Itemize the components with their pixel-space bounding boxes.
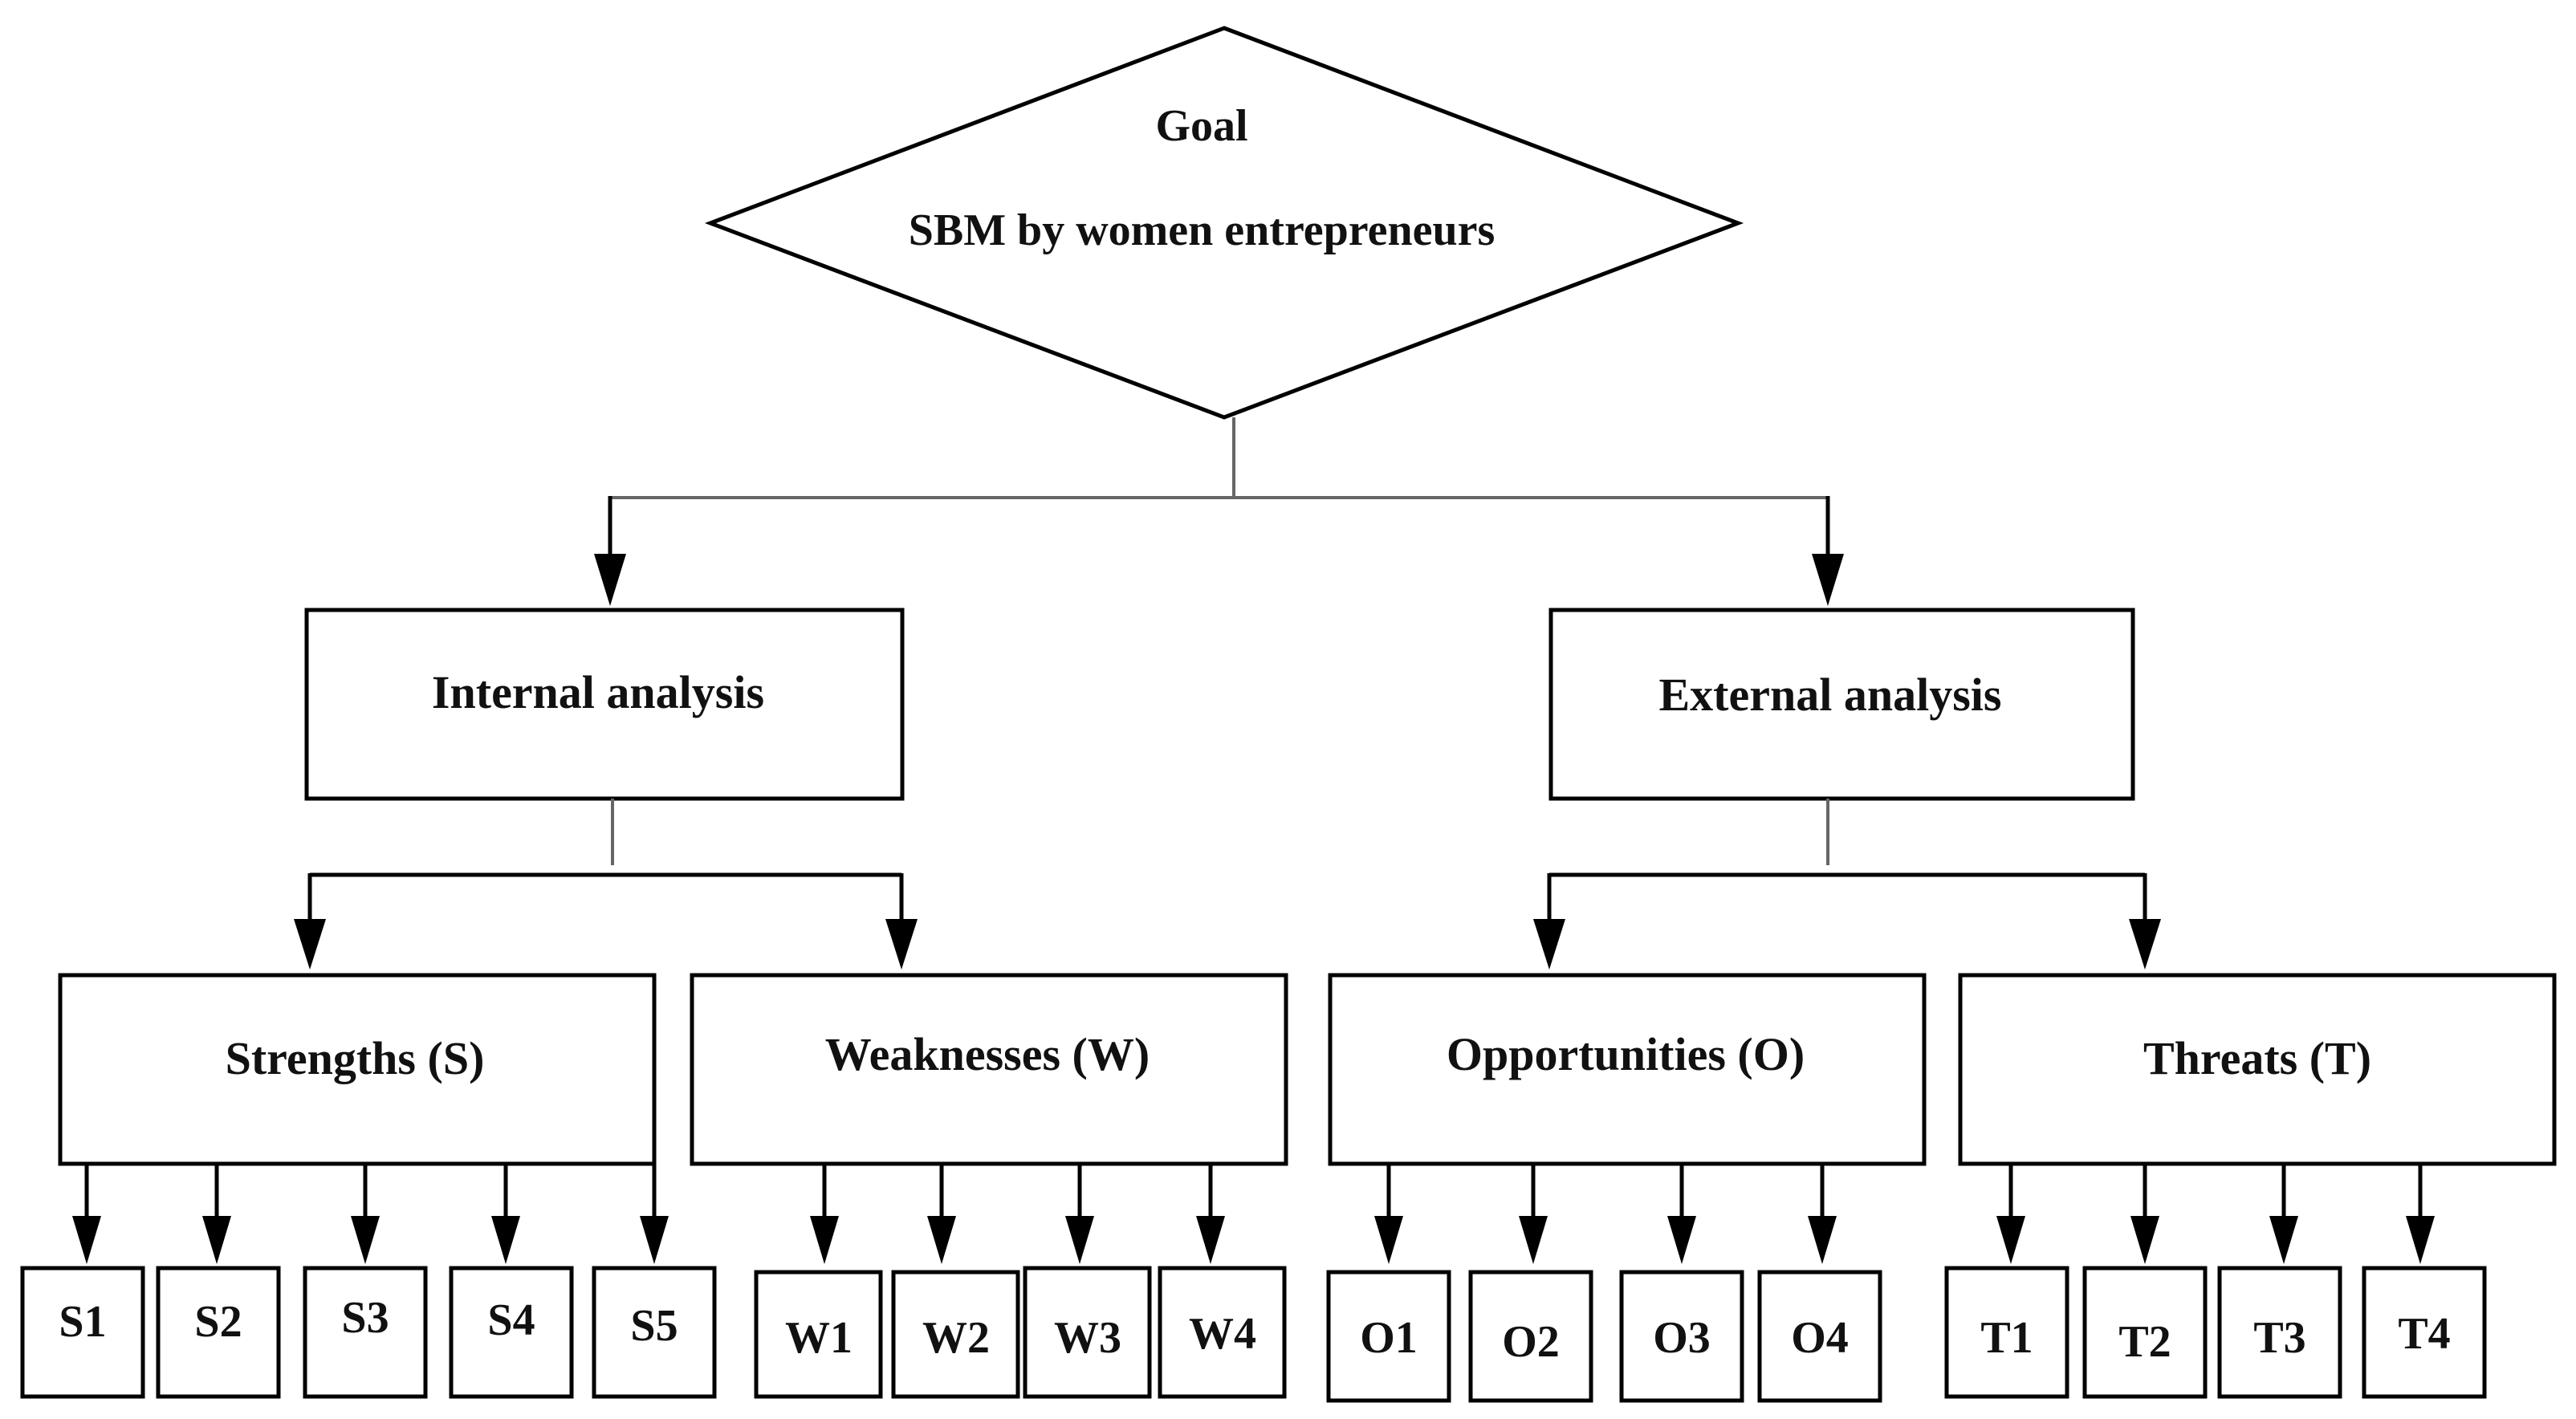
arrow-head [594, 554, 626, 606]
opportunities-node: Opportunities (O) [1328, 973, 1927, 1166]
threat-item: T3 [2217, 1266, 2342, 1399]
strength-item-label: S1 [59, 1297, 106, 1347]
weakness-item: W2 [891, 1270, 1020, 1399]
internal-analysis-label: Internal analysis [432, 666, 764, 718]
goal-subtitle: SBM by women entrepreneurs [909, 205, 1496, 255]
arrow-head [491, 1216, 520, 1264]
opportunities-label: Opportunities (O) [1447, 1028, 1805, 1080]
opportunity-item: O3 [1619, 1270, 1744, 1403]
opportunity-item-label: O2 [1502, 1317, 1560, 1367]
goal-heading: Goal [1155, 101, 1247, 151]
arrow-head [351, 1216, 380, 1264]
threat-item: T2 [2082, 1266, 2208, 1399]
arrow-head [1519, 1216, 1548, 1264]
arrow-head [885, 919, 918, 970]
strength-item: S4 [449, 1266, 574, 1399]
opportunity-item-label: O1 [1360, 1313, 1418, 1363]
threat-item-label: T4 [2398, 1309, 2450, 1359]
weaknesses-node: Weaknesses (W) [690, 973, 1288, 1166]
threat-item: T1 [1944, 1266, 2069, 1399]
arrow-head [1374, 1216, 1403, 1264]
arrow-head [202, 1216, 231, 1264]
leaf-arrows [72, 1164, 2435, 1264]
external-analysis-label: External analysis [1659, 669, 2002, 721]
arrow-head [1065, 1216, 1094, 1264]
opportunity-item: O4 [1757, 1270, 1882, 1403]
strengths-node: Strengths (S) [58, 973, 657, 1166]
threat-item: T4 [2362, 1266, 2487, 1399]
arrow-head [2269, 1216, 2298, 1264]
opportunity-item: O1 [1326, 1270, 1451, 1403]
opportunity-item-label: O4 [1791, 1313, 1849, 1363]
arrow-head [1196, 1216, 1225, 1264]
arrow-head [2406, 1216, 2435, 1264]
arrow-head [2130, 1216, 2159, 1264]
weakness-item-label: W4 [1189, 1309, 1256, 1359]
strength-item-label: S5 [630, 1301, 678, 1351]
arrow-head [2129, 919, 2161, 970]
arrow-head [1533, 919, 1565, 970]
strength-item: S5 [592, 1266, 717, 1399]
arrow-head [1667, 1216, 1696, 1264]
weaknesses-label: Weaknesses (W) [825, 1028, 1150, 1080]
arrow-head [927, 1216, 956, 1264]
threat-item-label: T1 [1980, 1313, 2033, 1363]
goal-diamond [704, 26, 1744, 420]
opportunity-items: O1 O2 O3 O4 [1326, 1270, 1882, 1403]
weakness-item-label: W2 [922, 1313, 990, 1363]
arrow-head [810, 1216, 839, 1264]
goal-node: Goal SBM by women entrepreneurs [704, 26, 1744, 420]
threat-items: T1 T2 T3 T4 [1944, 1266, 2487, 1399]
threats-node: Threats (T) [1958, 973, 2557, 1166]
internal-connector [294, 799, 918, 970]
threats-label: Threats (T) [2143, 1032, 2371, 1084]
arrow-head [1812, 554, 1844, 606]
strength-item: S1 [20, 1266, 145, 1399]
opportunity-item: O2 [1468, 1270, 1593, 1403]
arrow-head [1808, 1216, 1837, 1264]
threat-item-label: T3 [2253, 1313, 2305, 1363]
weakness-item: W1 [754, 1270, 883, 1399]
strength-items: S1 S2 S3 S4 S5 [20, 1266, 717, 1399]
strengths-label: Strengths (S) [226, 1032, 485, 1084]
arrow-head [640, 1216, 669, 1264]
strength-item-label: S3 [341, 1293, 389, 1343]
goal-connector [594, 417, 1844, 606]
strength-item: S2 [156, 1266, 281, 1399]
strength-item-label: S4 [487, 1295, 535, 1345]
threat-item-label: T2 [2118, 1317, 2171, 1367]
weakness-item-label: W1 [785, 1313, 853, 1363]
external-analysis-node: External analysis [1548, 608, 2135, 801]
strength-item: S3 [303, 1266, 428, 1399]
arrow-head [72, 1216, 101, 1264]
arrow-head [294, 919, 326, 970]
arrow-head [1996, 1216, 2025, 1264]
weakness-item: W3 [1023, 1266, 1152, 1399]
weakness-item: W4 [1158, 1266, 1287, 1399]
weakness-item-label: W3 [1054, 1313, 1121, 1363]
external-connector [1533, 799, 2161, 970]
opportunity-item-label: O3 [1653, 1313, 1711, 1363]
weakness-items: W1 W2 W3 W4 [754, 1266, 1287, 1399]
strength-item-label: S2 [194, 1297, 242, 1347]
internal-analysis-node: Internal analysis [304, 608, 905, 801]
